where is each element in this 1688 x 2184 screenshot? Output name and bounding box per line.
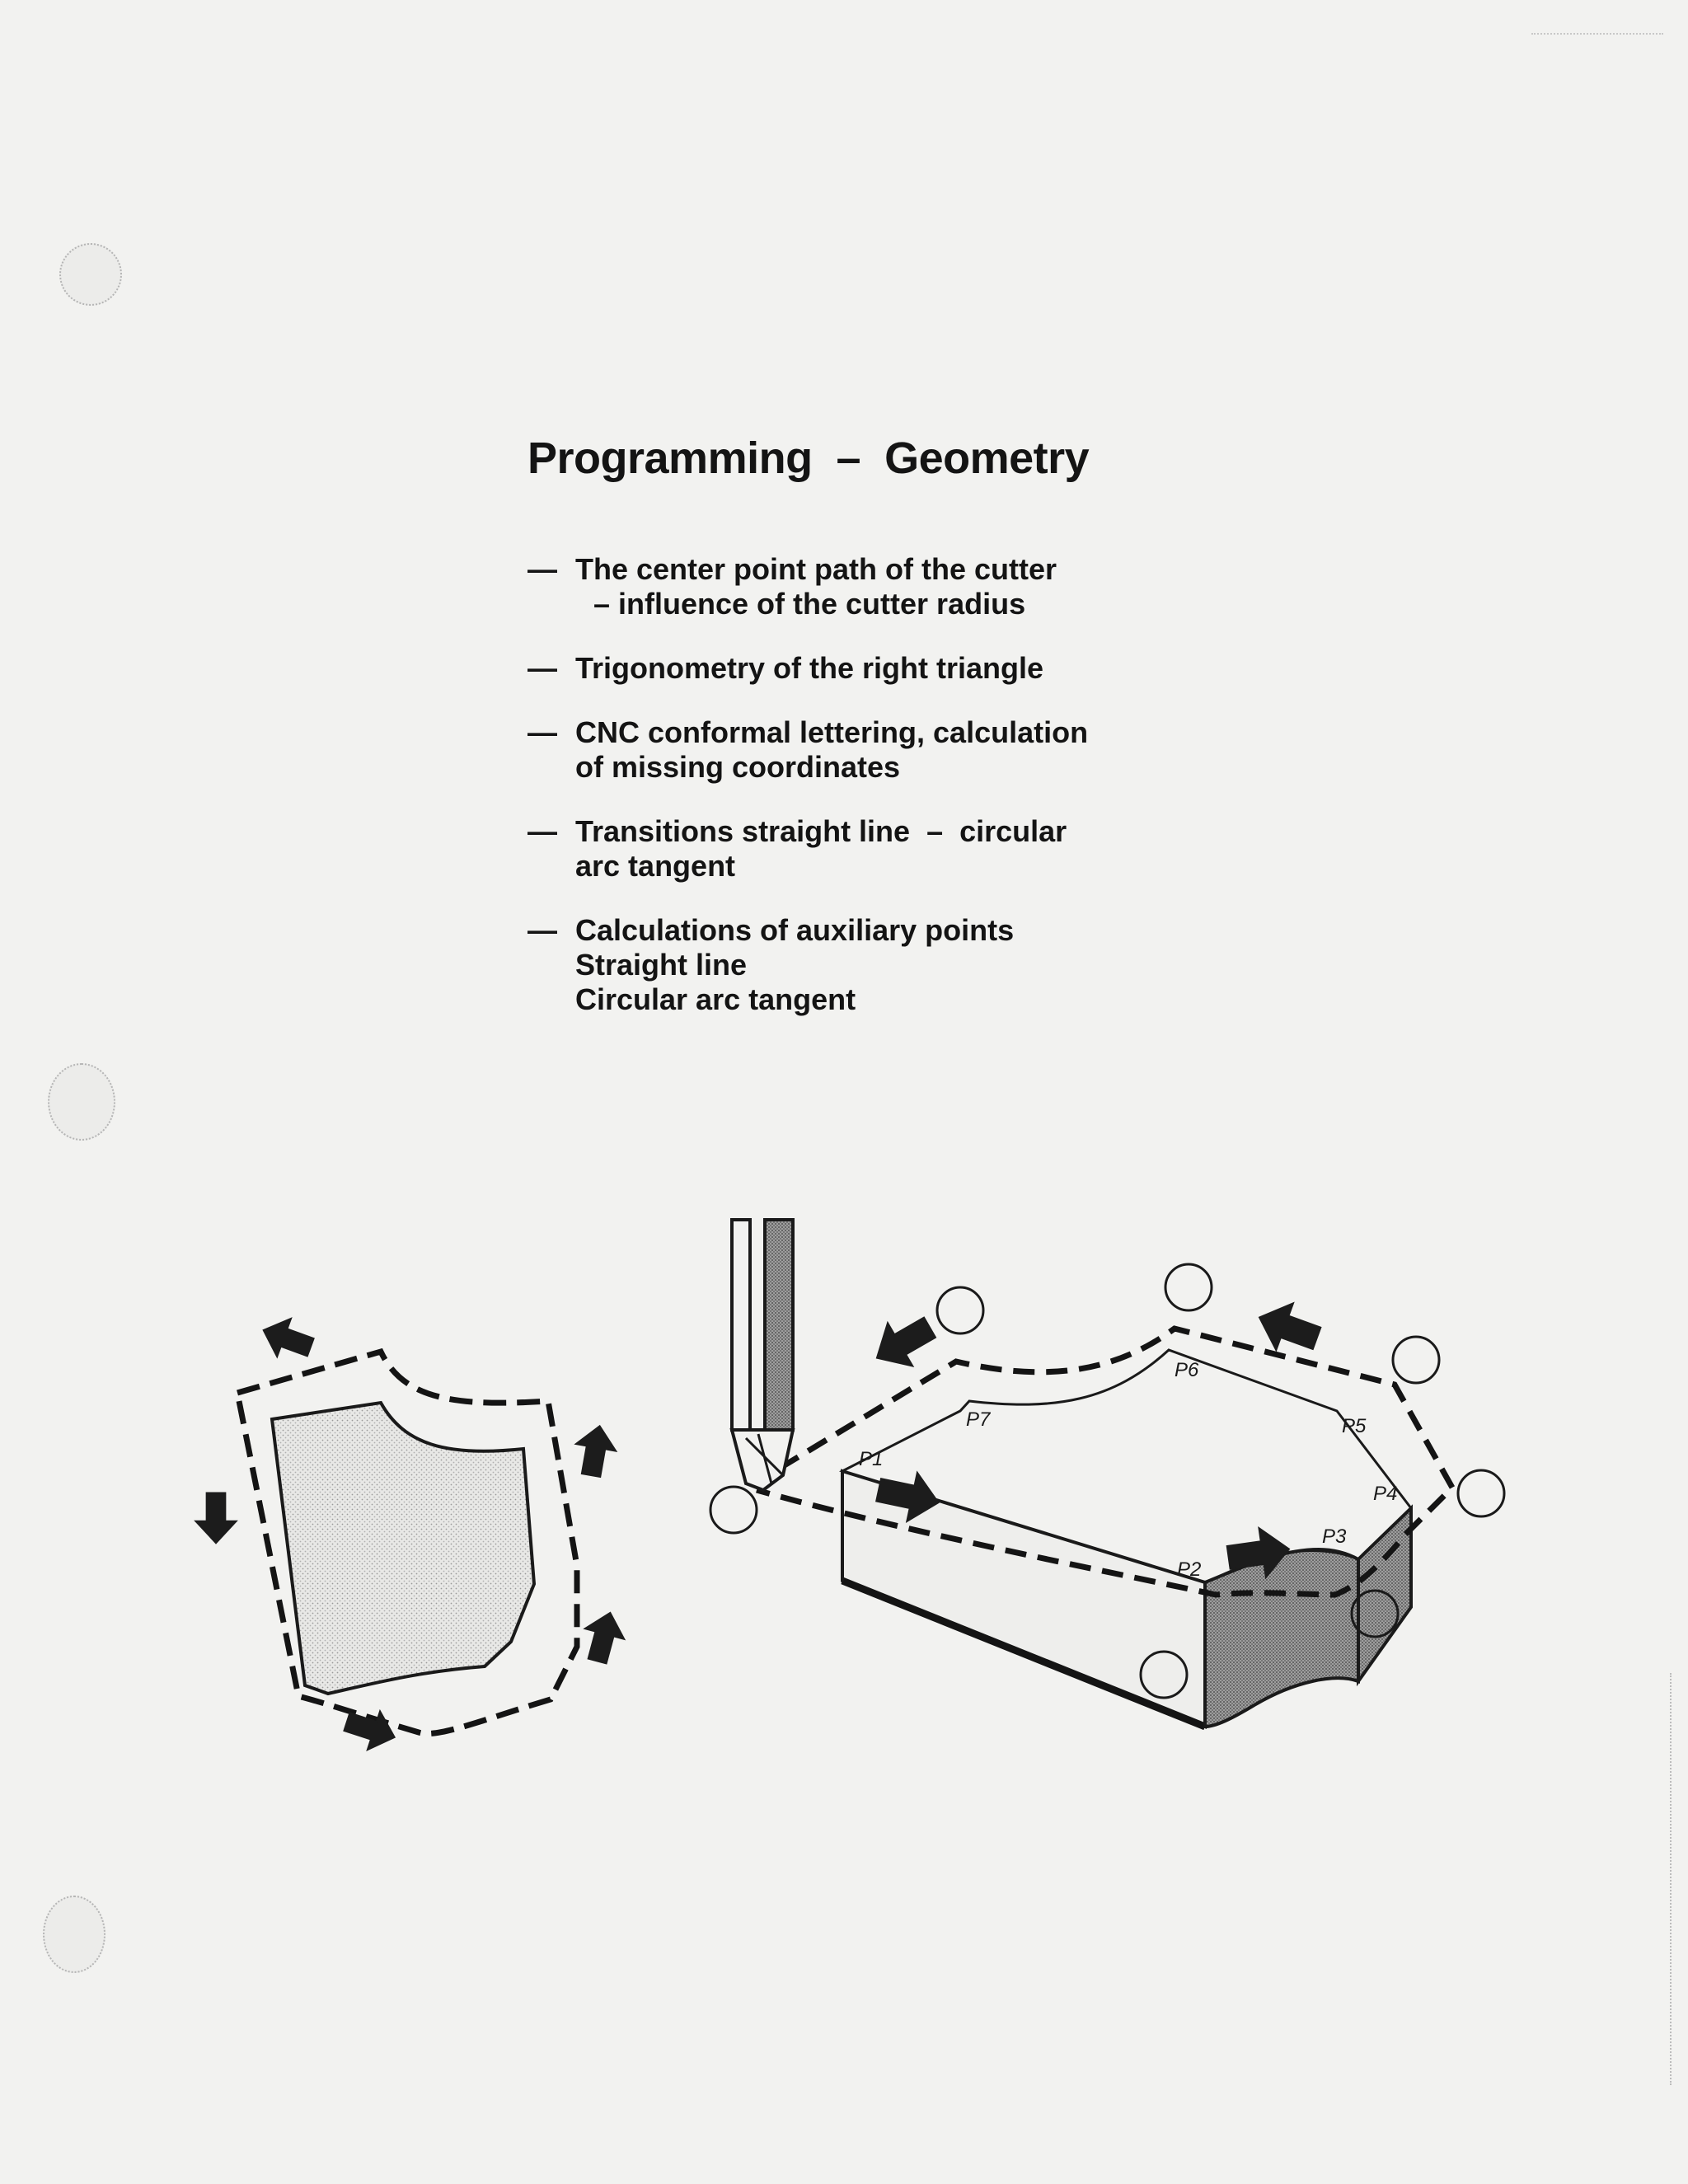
topic-item-lettering: — CNC conformal lettering, calculation o…: [528, 715, 1203, 785]
topic-text: Straight line: [575, 948, 748, 982]
isometric-workpiece-figure: P1 P2 P3 P4 P5 P6 P7: [709, 1218, 1506, 1731]
workpiece-bottom-edge: [841, 1577, 1207, 1731]
direction-arrow-icon: [864, 1305, 943, 1380]
punch-hole-bottom: [43, 1896, 106, 1973]
topic-text: arc tangent: [575, 849, 736, 883]
point-label-p4: P4: [1373, 1483, 1397, 1505]
topic-text: CNC conformal lettering, calculation: [575, 715, 1089, 749]
direction-arrow-icon: [195, 1492, 237, 1544]
bullet-dash: —: [528, 651, 557, 685]
topic-item-cutter-path: — The center point path of the cutter – …: [528, 552, 1203, 621]
topic-subtext: – influence of the cutter radius: [593, 587, 1026, 621]
topic-list: — The center point path of the cutter – …: [528, 552, 1203, 1047]
topic-text: of missing coordinates: [575, 750, 901, 784]
tool-position-circle: [1391, 1335, 1441, 1385]
bullet-dash: —: [528, 814, 557, 848]
direction-arrow-icon: [570, 1421, 621, 1480]
tool-position-circle: [709, 1485, 758, 1535]
point-label-p5: P5: [1342, 1415, 1367, 1437]
workpiece-outline: [270, 1400, 537, 1696]
topic-item-auxiliary-points: — Calculations of auxiliary points Strai…: [528, 913, 1203, 1017]
bullet-dash: —: [528, 552, 557, 586]
topic-text: Transitions straight line – circular: [575, 814, 1067, 848]
tool-position-circle: [1350, 1589, 1400, 1638]
direction-arrow-icon: [256, 1310, 319, 1367]
topic-text: Trigonometry of the right triangle: [575, 651, 1044, 685]
point-label-p6: P6: [1175, 1359, 1199, 1381]
direction-arrow-icon: [576, 1606, 631, 1667]
topic-text: Calculations of auxiliary points: [575, 913, 1015, 947]
scan-dots-margin: [1667, 1673, 1672, 2085]
flat-contour-figure: [195, 1310, 631, 1758]
point-label-p3: P3: [1322, 1526, 1347, 1548]
page-title: Programming – Geometry: [528, 434, 1090, 483]
workpiece-curved-face: [1203, 1547, 1360, 1729]
topic-item-trigonometry: — Trigonometry of the right triangle: [528, 651, 1203, 686]
bullet-dash: —: [528, 715, 557, 749]
point-label-p7: P7: [966, 1408, 992, 1431]
topic-text: Circular arc tangent: [575, 982, 856, 1016]
tool-position-circle: [935, 1286, 985, 1335]
end-mill-cutter: [729, 1218, 795, 1493]
tool-position-circle: [1164, 1263, 1213, 1312]
tool-position-circle: [1139, 1650, 1189, 1699]
point-label-p2: P2: [1177, 1558, 1201, 1581]
cutter-center-path: [233, 1347, 580, 1737]
bullet-dash: —: [528, 913, 557, 947]
punch-hole-middle: [48, 1063, 115, 1141]
punch-hole-top: [59, 243, 122, 306]
cutter-center-path-3d: [750, 1325, 1456, 1598]
topic-text: The center point path of the cutter: [575, 552, 1057, 586]
point-label-p1: P1: [859, 1448, 883, 1470]
direction-arrow-icon: [1250, 1293, 1326, 1363]
topic-item-transitions: — Transitions straight line – circular a…: [528, 814, 1203, 883]
tool-position-circle: [1456, 1469, 1506, 1518]
scan-dots-top: [1531, 33, 1663, 35]
